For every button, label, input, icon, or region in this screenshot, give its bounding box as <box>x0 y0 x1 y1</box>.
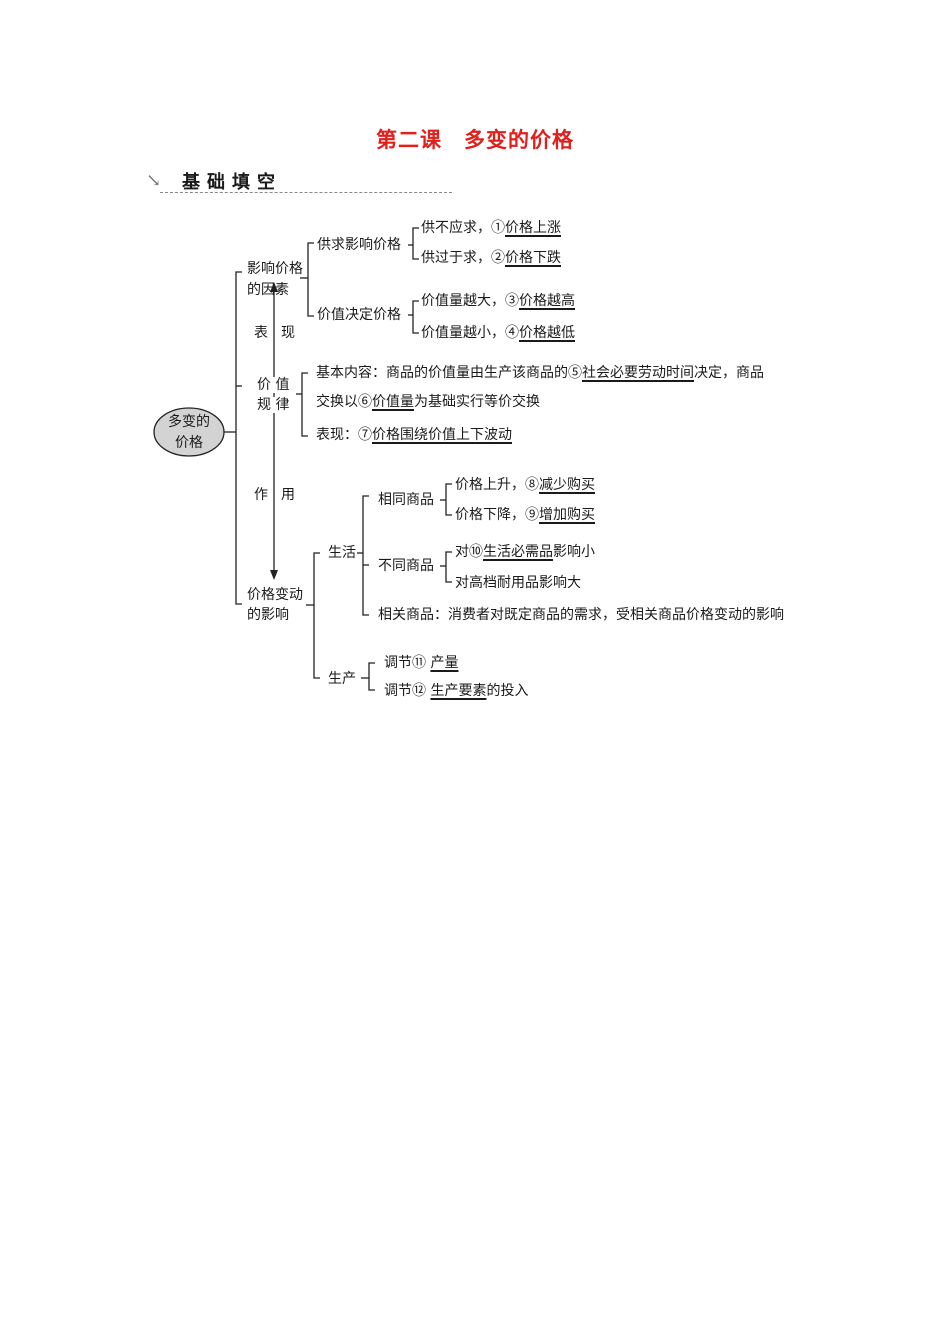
answer-10: 生活必需品 <box>483 544 553 560</box>
production-item-1-prefix: 调节⑪ <box>384 655 431 671</box>
supply-item-2-prefix: 供过于求，② <box>421 250 505 266</box>
answer-11: 产量 <box>430 655 459 671</box>
answer-2: 价格下跌 <box>505 250 561 266</box>
arrow-label-zuo: 作 <box>254 487 268 503</box>
production-bracket <box>368 662 375 691</box>
production-label: 生产 <box>328 671 356 687</box>
section-label: 基础填空 <box>182 172 282 193</box>
arrow-down-right-icon: ↘ <box>146 170 162 191</box>
supply-item-1: 供不应求，①价格上涨 <box>421 220 561 236</box>
law-content-line2-prefix: 交换以⑥ <box>316 394 372 410</box>
answer-12: 生产要素 <box>430 683 487 699</box>
life-label: 生活 <box>328 545 356 561</box>
answer-5: 社会必要劳动时间 <box>582 365 694 381</box>
arrow-label-biao: 表 <box>254 325 268 341</box>
title-topic: 多变的价格 <box>464 127 574 152</box>
section-divider <box>160 192 452 193</box>
value-item-2: 价值量越小，④价格越低 <box>421 325 575 341</box>
law-content-line2: 交换以⑥价值量为基础实行等价交换 <box>316 394 540 410</box>
arrow-label-yong: 用 <box>281 487 295 503</box>
same-bracket <box>445 483 452 516</box>
answer-6: 价值量 <box>372 394 414 410</box>
same-item-1: 价格上升，⑧减少购买 <box>455 477 595 493</box>
value-item-1-prefix: 价值量越大，③ <box>421 293 519 309</box>
production-item-1: 调节⑪ 产量 <box>384 655 458 671</box>
impact-bracket <box>313 552 320 679</box>
same-item-1-prefix: 价格上升，⑧ <box>455 477 539 493</box>
answer-4: 价格越低 <box>519 325 575 341</box>
answer-7: 价格围绕价值上下波动 <box>372 427 512 443</box>
supply-bracket <box>412 227 419 260</box>
different-item-1-prefix: 对⑩ <box>455 544 483 560</box>
different-item-1: 对⑩生活必需品影响小 <box>455 544 595 560</box>
law-form: 表现：⑦价格围绕价值上下波动 <box>316 427 512 443</box>
value-item-1: 价值量越大，③价格越高 <box>421 293 575 309</box>
different-bracket <box>445 551 452 583</box>
value-label: 价值决定价格 <box>317 307 401 323</box>
impact-label-line1: 价格变动 <box>247 587 303 603</box>
factors-bracket <box>307 242 314 317</box>
law-content-line2-suffix: 为基础实行等价交换 <box>414 394 540 410</box>
answer-8: 减少购买 <box>539 477 595 493</box>
law-content-prefix: 基本内容：商品的价值量由生产该商品的⑤ <box>316 365 582 381</box>
law-form-prefix: 表现：⑦ <box>316 427 372 443</box>
answer-1: 价格上涨 <box>505 220 561 236</box>
root-label-line1: 多变的 <box>168 414 210 430</box>
impact-label-line2: 的影响 <box>247 607 289 623</box>
law-label-line2: 规 律 <box>256 397 291 413</box>
arrow-down-head <box>270 570 278 580</box>
answer-3: 价格越高 <box>519 293 575 309</box>
production-item-2: 调节⑫ 生产要素的投入 <box>384 683 528 699</box>
production-item-2-suffix: 的投入 <box>486 683 529 699</box>
main-bracket <box>235 271 242 605</box>
supply-item-2: 供过于求，②价格下跌 <box>421 250 561 266</box>
same-goods-label: 相同商品 <box>378 492 434 508</box>
factors-label-line2: 的因素 <box>247 282 289 298</box>
life-bracket <box>362 495 369 616</box>
law-content-mid: 决定，商品 <box>694 365 764 381</box>
arrow-up-head <box>270 282 278 292</box>
production-item-2-prefix: 调节⑫ <box>384 683 431 699</box>
same-item-2-prefix: 价格下降，⑨ <box>455 507 539 523</box>
value-item-2-prefix: 价值量越小，④ <box>421 325 519 341</box>
law-label-line1: 价 值 <box>256 377 291 393</box>
factors-label-line1: 影响价格 <box>247 261 303 277</box>
different-item-2: 对高档耐用品影响大 <box>455 575 581 591</box>
supply-item-1-prefix: 供不应求，① <box>421 220 505 236</box>
same-item-2: 价格下降，⑨增加购买 <box>455 507 595 523</box>
related-goods: 相关商品：消费者对既定商品的需求，受相关商品价格变动的影响 <box>378 607 784 623</box>
title-lesson: 第二课 <box>376 127 442 152</box>
arrow-label-xian: 现 <box>281 325 295 341</box>
different-goods-label: 不同商品 <box>378 558 434 574</box>
law-content-line1: 基本内容：商品的价值量由生产该商品的⑤社会必要劳动时间决定，商品 <box>316 365 764 381</box>
root-label-line2: 价格 <box>175 435 203 451</box>
law-bracket <box>301 372 308 437</box>
value-bracket <box>412 300 419 334</box>
supply-demand-label: 供求影响价格 <box>317 237 401 253</box>
different-item-1-suffix: 影响小 <box>553 544 595 560</box>
page-title: 第二课多变的价格 <box>0 124 950 154</box>
answer-9: 增加购买 <box>539 507 595 523</box>
